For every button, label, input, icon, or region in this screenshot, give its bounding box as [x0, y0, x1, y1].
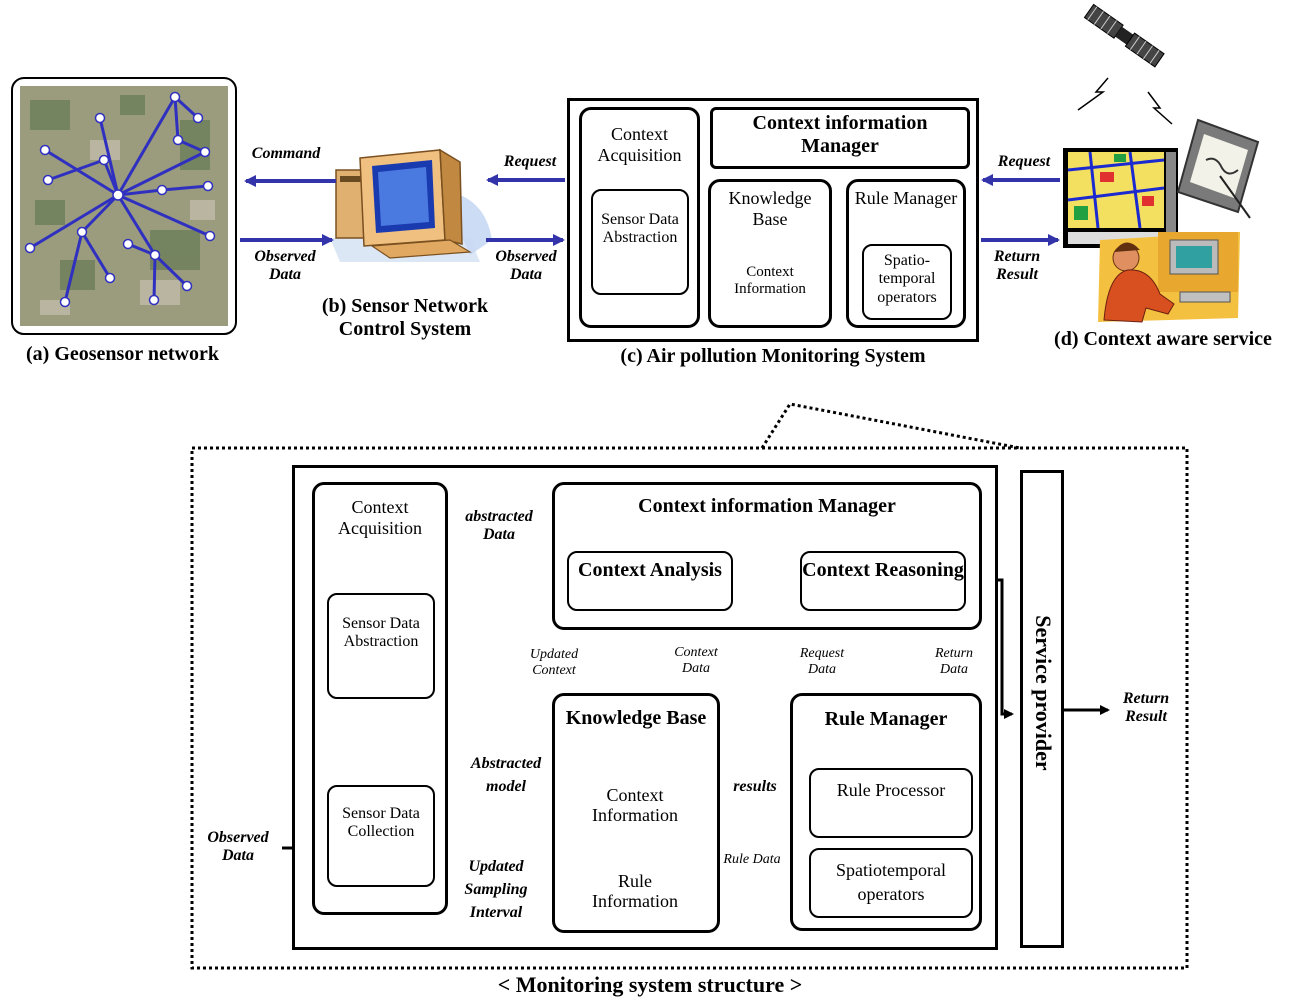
context-analysis-box: Context Analysis: [567, 551, 733, 611]
rule-information-label: Rule Information: [592, 871, 678, 911]
return-result-label: Return Result: [1122, 690, 1170, 726]
context-aware-service-caption: (d) Context aware service: [1054, 328, 1272, 350]
person-at-computer-icon: [1098, 232, 1240, 323]
sensor-data-abstraction-box: Sensor Data Abstraction: [327, 593, 435, 699]
top-spatio-ops-box: Spatio-temporal operators: [862, 244, 952, 320]
spatiotemporal-ops-box: Spatiotemporal operators: [809, 848, 973, 918]
air-pollution-caption: (c) Air pollution Monitoring System: [620, 345, 926, 367]
structure-caption: < Monitoring system structure >: [497, 972, 803, 997]
spatiotemporal-ops-label: Spatiotemporal operators: [836, 860, 946, 905]
command-label: Command: [251, 145, 321, 162]
geosensor-caption: (a) Geosensor network: [26, 343, 219, 365]
context-acquisition-label: Context Acquisition: [338, 497, 422, 538]
context-data-label: Context Data: [674, 645, 718, 677]
sensor-data-collection-box: Sensor Data Collection: [327, 785, 435, 887]
top-sensor-data-abstraction-label: Sensor Data Abstraction: [601, 211, 679, 247]
geosensor-map-image: [11, 77, 237, 335]
rule-processor-box: Rule Processor: [809, 768, 973, 838]
abstracted-data-label: abstracted Data: [465, 508, 533, 544]
service-provider-box: Service provider: [1020, 470, 1064, 948]
return-data-label: Return Data: [934, 646, 974, 678]
abstracted-model-label: Abstracted model: [470, 755, 542, 796]
top-arrows: [240, 174, 1060, 246]
zoom-outline: [190, 402, 1189, 970]
top-sensor-data-abstraction-box: Sensor Data Abstraction: [591, 189, 689, 295]
context-information-label: Context Information: [592, 785, 678, 825]
top-rule-manager-box: Rule Manager Spatio-temporal operators: [846, 179, 966, 328]
knowledge-base-box: Knowledge Base: [552, 693, 720, 933]
request-label-1: Request: [503, 153, 557, 170]
map-display-icon: [1063, 148, 1178, 248]
top-knowledge-base-label: Knowledge Base: [728, 188, 812, 229]
top-cim-box: Context information Manager: [710, 107, 970, 169]
pda-icon: [1176, 118, 1260, 219]
return-result-label-top: Return Result: [993, 248, 1041, 284]
sensor-data-abstraction-label: Sensor Data Abstraction: [342, 615, 420, 651]
top-context-acquisition-box: Context Acquisition Sensor Data Abstract…: [579, 107, 700, 328]
observed-data-label: Observed Data: [207, 829, 269, 865]
top-context-information-label: Context Information: [734, 264, 806, 298]
rule-data-label: Rule Data: [723, 852, 781, 867]
observed-data-label-2: Observed Data: [495, 248, 557, 284]
sensor-network-caption: (b) Sensor Network Control System: [321, 295, 489, 340]
computer-icon: [330, 148, 492, 262]
sensor-data-collection-label: Sensor Data Collection: [342, 805, 420, 841]
context-analysis-label: Context Analysis: [578, 559, 722, 581]
request-label-2: Request: [997, 153, 1051, 170]
satellite-icon: [1077, 3, 1173, 125]
top-cim-label: Context information Manager: [752, 112, 928, 157]
results-label: results: [733, 778, 777, 795]
rule-processor-label: Rule Processor: [836, 780, 946, 800]
service-provider-label: Service provider: [1031, 615, 1056, 771]
request-data-label: Request Data: [799, 646, 845, 678]
knowledge-base-label: Knowledge Base: [565, 707, 707, 729]
updated-context-label: Updated Context: [529, 647, 579, 679]
top-spatio-ops-label: Spatio-temporal operators: [877, 252, 937, 306]
context-reasoning-label: Context Reasoning: [802, 559, 964, 581]
context-reasoning-box: Context Reasoning: [800, 551, 966, 611]
observed-data-label-1: Observed Data: [254, 248, 316, 284]
rule-manager-box: Rule Manager Rule Processor Spatiotempor…: [790, 693, 982, 931]
top-context-acquisition-label: Context Acquisition: [597, 124, 682, 165]
rule-manager-label: Rule Manager: [824, 708, 948, 730]
cim-label: Context information Manager: [638, 495, 896, 517]
updated-sampling-interval-label: Updated Sampling Interval: [464, 858, 528, 922]
top-knowledge-base-box: Knowledge Base: [708, 179, 832, 328]
top-rule-manager-label: Rule Manager: [854, 188, 958, 208]
